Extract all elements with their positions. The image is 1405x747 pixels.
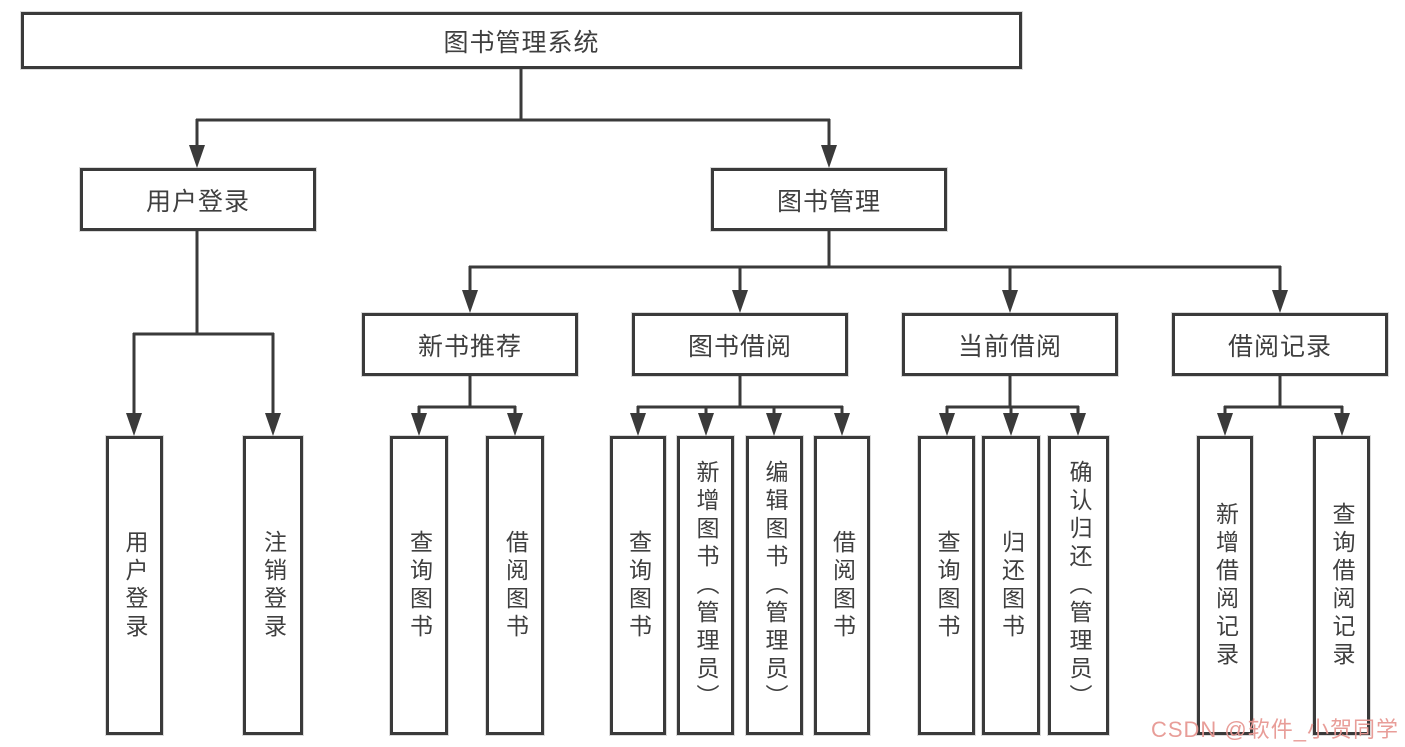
node-user-login-label: 用户登录 xyxy=(145,187,250,216)
node-root: 图书管理系统 xyxy=(21,12,1022,69)
node-user-login: 用户登录 xyxy=(80,168,316,231)
leaf-user-login: 用户登录 xyxy=(106,436,163,735)
leaf-query-books-3-label: 查询图书 xyxy=(934,529,960,642)
node-current-borrowing: 当前借阅 xyxy=(902,313,1118,376)
leaf-borrow-books-2: 借阅图书 xyxy=(814,436,870,735)
tree-edges xyxy=(126,68,1350,436)
leaf-borrow-books-2-label: 借阅图书 xyxy=(829,529,856,642)
node-borrowing-records-label: 借阅记录 xyxy=(1227,332,1332,361)
leaf-confirm-return-admin-label: 确认归还（管理员） xyxy=(1066,459,1092,712)
leaf-add-borrow-record-label: 新增借阅记录 xyxy=(1212,501,1239,670)
node-book-management: 图书管理 xyxy=(711,168,947,231)
leaf-confirm-return-admin: 确认归还（管理员） xyxy=(1048,436,1109,735)
node-root-label: 图书管理系统 xyxy=(443,28,600,57)
node-book-borrowing-label: 图书借阅 xyxy=(687,332,792,361)
leaf-add-borrow-record: 新增借阅记录 xyxy=(1197,436,1253,735)
leaf-return-book-label: 归还图书 xyxy=(998,529,1025,642)
node-new-book-recommend-label: 新书推荐 xyxy=(417,332,522,361)
node-book-management-label: 图书管理 xyxy=(776,187,881,216)
leaf-query-books-2: 查询图书 xyxy=(610,436,666,735)
leaf-return-book: 归还图书 xyxy=(982,436,1040,735)
leaf-edit-book-admin: 编辑图书（管理员） xyxy=(746,436,803,735)
leaf-user-login-label: 用户登录 xyxy=(122,529,148,642)
leaf-query-books-1-label: 查询图书 xyxy=(406,529,433,642)
leaf-edit-book-admin-label: 编辑图书（管理员） xyxy=(762,459,788,712)
leaf-logout: 注销登录 xyxy=(243,436,303,735)
node-new-book-recommend: 新书推荐 xyxy=(362,313,578,376)
leaf-query-borrow-record-label: 查询借阅记录 xyxy=(1329,501,1355,670)
arrowheads xyxy=(126,145,1350,436)
watermark: CSDN @软件_小贺同学 xyxy=(1150,717,1399,742)
leaf-query-books-1: 查询图书 xyxy=(390,436,448,735)
leaf-add-book-admin-label: 新增图书（管理员） xyxy=(693,459,719,712)
leaf-query-books-2-label: 查询图书 xyxy=(625,529,652,642)
node-borrowing-records: 借阅记录 xyxy=(1172,313,1388,376)
node-book-borrowing: 图书借阅 xyxy=(632,313,848,376)
leaf-query-books-3: 查询图书 xyxy=(918,436,975,735)
leaf-borrow-books-1: 借阅图书 xyxy=(486,436,544,735)
leaf-add-book-admin: 新增图书（管理员） xyxy=(677,436,734,735)
node-current-borrowing-label: 当前借阅 xyxy=(957,332,1062,361)
leaf-query-borrow-record: 查询借阅记录 xyxy=(1313,436,1370,735)
leaf-logout-label: 注销登录 xyxy=(260,529,287,642)
leaf-borrow-books-1-label: 借阅图书 xyxy=(502,529,529,642)
